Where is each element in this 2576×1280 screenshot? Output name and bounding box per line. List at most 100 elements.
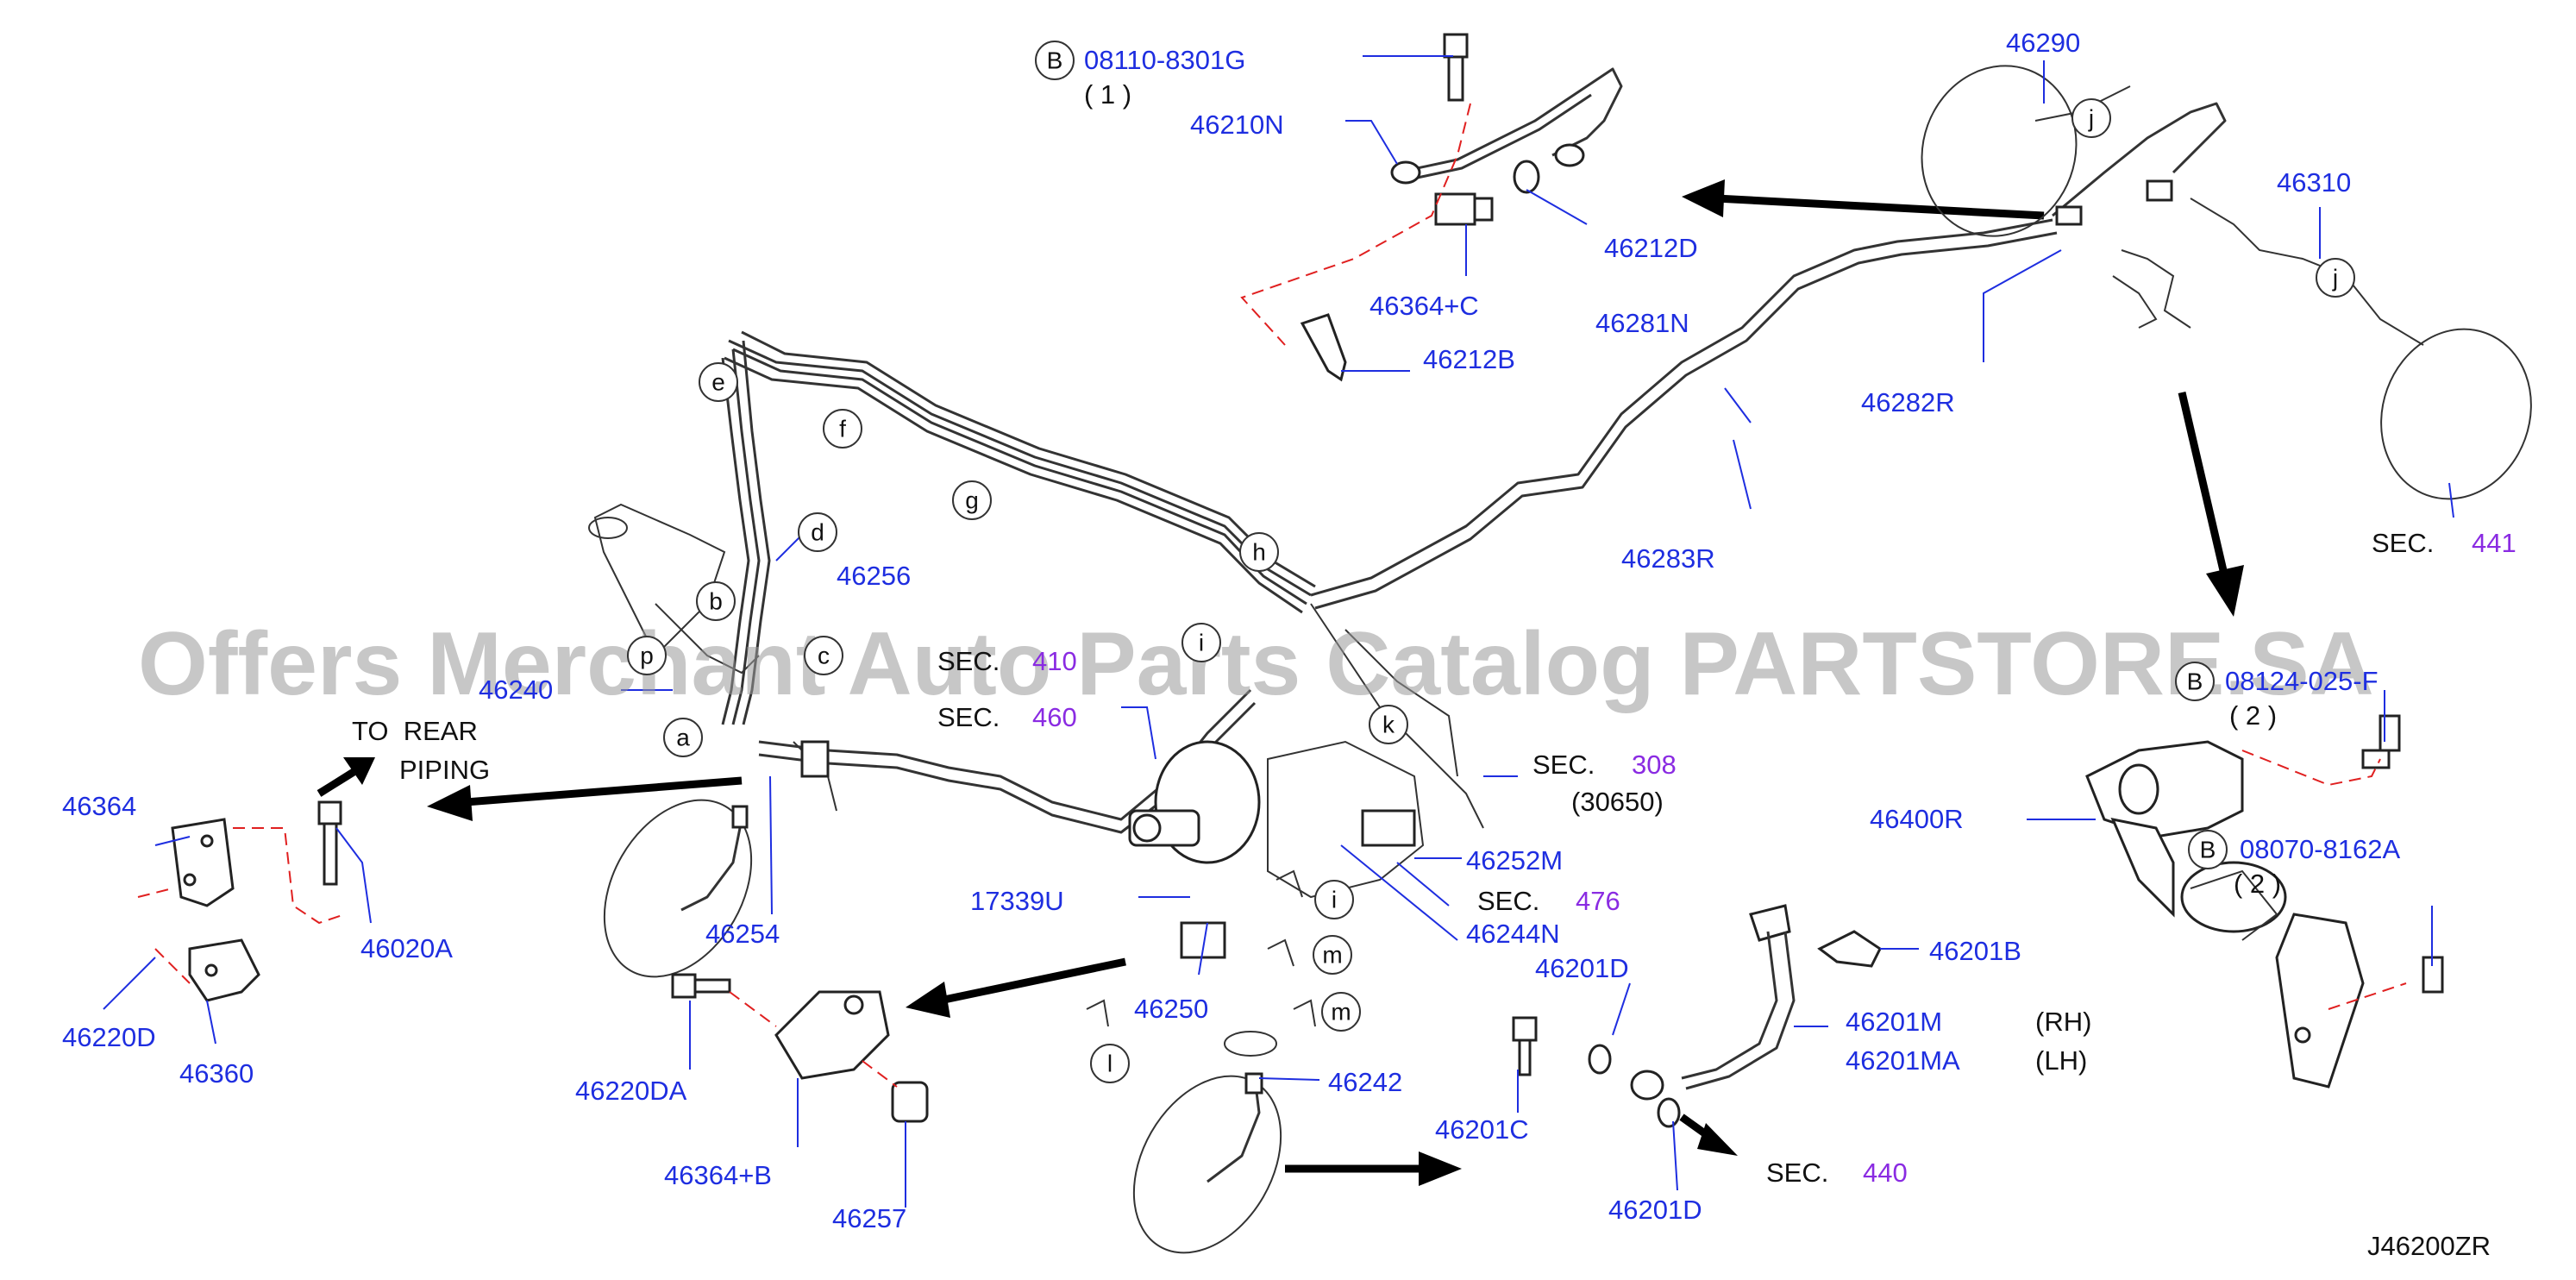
svg-text:a: a	[676, 725, 690, 751]
center-lower-components	[1086, 869, 1316, 1057]
svg-text:d: d	[811, 519, 824, 546]
part-46020A: 46020A	[360, 933, 453, 963]
part-46201D-upper: 46201D	[1535, 953, 1629, 983]
sec-410-num: 410	[1032, 646, 1077, 676]
part-46254: 46254	[705, 919, 780, 949]
part-46201M: 46201M	[1846, 1007, 1942, 1037]
part-46364C: 46364+C	[1369, 291, 1479, 321]
svg-text:g: g	[965, 487, 979, 514]
circled-ref-j2: j	[2316, 258, 2355, 298]
sec-308-num: 308	[1632, 750, 1677, 780]
junction-block-46364B	[671, 973, 929, 1123]
part-17339U: 17339U	[970, 886, 1064, 916]
bolt-qty-1: ( 1 )	[1084, 79, 1131, 110]
part-46201MA: 46201MA	[1846, 1045, 1960, 1076]
bolt-ref-08110-8301G: 08110-8301G	[1084, 45, 1245, 75]
circled-ref-p: p	[627, 636, 667, 675]
part-46210N: 46210N	[1190, 110, 1284, 140]
sec-440-num: 440	[1863, 1158, 1908, 1188]
circled-ref-d: d	[798, 512, 837, 552]
sec-308-prefix: SEC.	[1532, 750, 1595, 780]
direction-arrow-to-rear	[317, 769, 356, 797]
circled-ref-j1: j	[2071, 98, 2111, 138]
sec-476-num: 476	[1576, 886, 1620, 916]
circled-ref-B2: B	[2175, 662, 2215, 701]
svg-text:k: k	[1382, 712, 1395, 738]
arrow-head-bottom	[1419, 1151, 1462, 1186]
washer-46212D	[1513, 160, 1540, 194]
brake-hose-46201M	[1512, 904, 1882, 1128]
circled-ref-h: h	[1239, 532, 1279, 572]
part-46400R: 46400R	[1870, 804, 1964, 834]
part-46282R: 46282R	[1861, 387, 1955, 417]
sec-441-prefix: SEC.	[2372, 528, 2434, 558]
circled-ref-f: f	[823, 409, 862, 449]
arrow-head-top	[1682, 179, 1725, 217]
part-46364B: 46364+B	[664, 1160, 772, 1190]
circled-ref-B3: B	[2188, 830, 2228, 869]
front-left-hose-46254	[603, 740, 837, 978]
direction-arrow-junction	[939, 957, 1126, 1005]
svg-text:h: h	[1252, 539, 1266, 566]
bolt-ref-08124-025F: 08124-025-F	[2225, 666, 2379, 696]
part-46310: 46310	[2277, 167, 2351, 198]
front-right-hose-46242	[1132, 1072, 1282, 1254]
arrow-head-junction	[906, 982, 950, 1018]
clip-46212B	[1300, 313, 1347, 382]
circled-ref-m2: m	[1321, 992, 1361, 1032]
arrow-head-rear-piping	[427, 785, 473, 821]
to-rear-line2: PIPING	[399, 755, 490, 785]
circled-ref-a: a	[663, 718, 703, 757]
part-46201C: 46201C	[1435, 1114, 1529, 1145]
part-46281N: 46281N	[1595, 308, 1689, 338]
sec-460-prefix: SEC.	[937, 702, 1000, 732]
bolt-qty-2a: ( 2 )	[2229, 700, 2277, 731]
part-46212B: 46212B	[1423, 344, 1515, 374]
rear-brake-hose-right	[1921, 65, 2532, 500]
arrow-head-right-down	[2206, 565, 2244, 617]
svg-text:i: i	[1332, 887, 1337, 913]
svg-text:b: b	[709, 588, 723, 615]
sec-410-prefix: SEC.	[937, 646, 1000, 676]
part-46283R: 46283R	[1621, 543, 1715, 574]
part-46364: 46364	[62, 791, 136, 821]
svg-text:m: m	[1322, 942, 1342, 969]
part-46256: 46256	[837, 561, 911, 591]
part-46244N: 46244N	[1466, 919, 1560, 949]
direction-arrow-top	[1715, 194, 2045, 220]
side-lh: (LH)	[2035, 1045, 2087, 1076]
bolt-qty-2b: ( 2 )	[2234, 869, 2281, 899]
direction-arrow-rear-piping	[465, 776, 743, 806]
svg-text:j: j	[2332, 265, 2338, 292]
sec-440-prefix: SEC.	[1766, 1158, 1828, 1188]
svg-text:j: j	[2088, 105, 2094, 132]
arrow-head-sec440	[1697, 1123, 1738, 1156]
svg-text:B: B	[2187, 668, 2203, 695]
part-46240: 46240	[479, 675, 553, 705]
bracket-46364	[171, 800, 342, 1002]
main-brake-pipe-bundle	[721, 218, 2058, 834]
part-46212D: 46212D	[1604, 233, 1698, 263]
part-46220D: 46220D	[62, 1022, 156, 1052]
circled-ref-e: e	[699, 362, 738, 402]
front-crossmember-bracket	[588, 503, 760, 675]
bolt-ref-08070-8162A: 08070-8162A	[2240, 834, 2400, 864]
part-46242: 46242	[1328, 1067, 1402, 1097]
svg-text:f: f	[839, 416, 846, 442]
sec-308-sub: (30650)	[1571, 787, 1664, 817]
connector-46364C	[1434, 192, 1494, 226]
sec-441-num: 441	[2472, 528, 2516, 558]
part-46257: 46257	[832, 1203, 906, 1233]
svg-text:e: e	[711, 369, 725, 396]
circled-ref-m1: m	[1313, 935, 1352, 975]
svg-text:B: B	[1047, 47, 1063, 74]
part-46360: 46360	[179, 1058, 254, 1089]
part-46220DA: 46220DA	[575, 1076, 687, 1106]
proportioning-valve-46400R	[2085, 714, 2444, 1089]
svg-text:c: c	[818, 643, 830, 669]
part-46252M: 46252M	[1466, 845, 1563, 875]
part-46250: 46250	[1134, 994, 1208, 1024]
direction-arrow-right-down	[2178, 391, 2229, 580]
part-46201B: 46201B	[1929, 936, 2021, 966]
